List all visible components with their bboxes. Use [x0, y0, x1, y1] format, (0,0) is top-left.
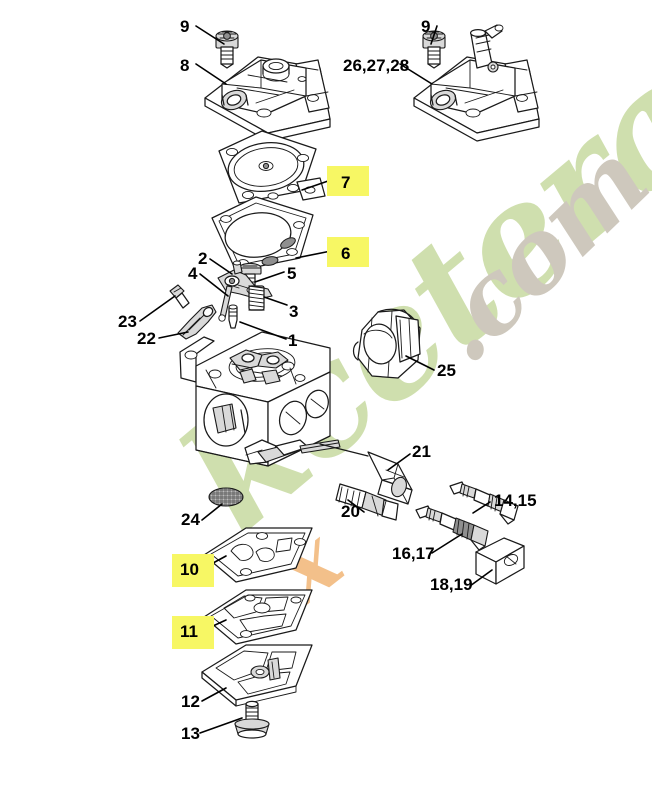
callout-7: 7	[341, 173, 351, 192]
part-16-17-adjusting-screw	[415, 505, 489, 551]
callout-6: 6	[341, 244, 351, 263]
callout-13: 13	[181, 724, 200, 743]
part-9-screw-right	[422, 30, 446, 69]
part-6-gasket	[211, 196, 314, 272]
callout-14-15: 14,15	[494, 491, 537, 510]
part-13-screw	[234, 700, 270, 739]
callout-10: 10	[180, 560, 199, 579]
callout-18-19: 18,19	[430, 575, 473, 594]
callout-12: 12	[181, 692, 200, 711]
part-18-19-limiter-cap	[475, 537, 525, 585]
callout-16-17: 16,17	[392, 544, 435, 563]
callout-8: 8	[180, 56, 190, 75]
callout-11: 11	[180, 622, 198, 641]
highlight-box-10	[172, 554, 214, 587]
callout-24: 24	[181, 510, 200, 529]
callout-21: 21	[412, 442, 431, 461]
part-14-15-adjusting-screw	[449, 481, 519, 525]
leader-lines	[139, 25, 493, 734]
callout-5: 5	[287, 264, 297, 283]
callout-26-27-28: 26,27,28	[343, 56, 410, 75]
part-9-screw-left	[215, 30, 239, 69]
part-1-inlet-needle	[228, 304, 238, 329]
part-12-metering-chamber-cover	[201, 644, 313, 707]
part-21-shaft-sleeve	[319, 443, 413, 505]
part-7-fuel-pump-diaphragm	[218, 130, 326, 204]
callout-4: 4	[188, 264, 198, 283]
part-24-filter-screen	[208, 487, 244, 507]
part-4-link-rod	[218, 285, 233, 322]
part-10-metering-gasket	[203, 527, 313, 583]
callout-25: 25	[437, 361, 456, 380]
part-3-spring	[248, 285, 265, 311]
callout-9-right: 9	[421, 17, 431, 36]
callout-20: 20	[341, 502, 360, 521]
part-25-elastic-boot	[352, 308, 421, 379]
callout-3: 3	[289, 302, 299, 321]
callout-23: 23	[118, 312, 137, 331]
part-23-pin	[169, 284, 190, 309]
callout-22: 22	[137, 329, 156, 348]
part-22-lever-arm	[177, 304, 217, 340]
part-26-27-28-cover-plate	[413, 24, 540, 142]
callout-2: 2	[198, 249, 208, 268]
highlight-box-6	[327, 237, 369, 267]
part-1-carburetor-body	[179, 331, 341, 467]
callout-1: 1	[288, 331, 298, 350]
highlight-box-7	[327, 166, 369, 196]
part-8-cover-plate	[204, 56, 331, 142]
part-11-metering-diaphragm	[203, 589, 313, 645]
part-20-needle-spring	[335, 483, 399, 521]
callout-9-left: 9	[180, 17, 190, 36]
highlight-box-11	[172, 616, 214, 649]
